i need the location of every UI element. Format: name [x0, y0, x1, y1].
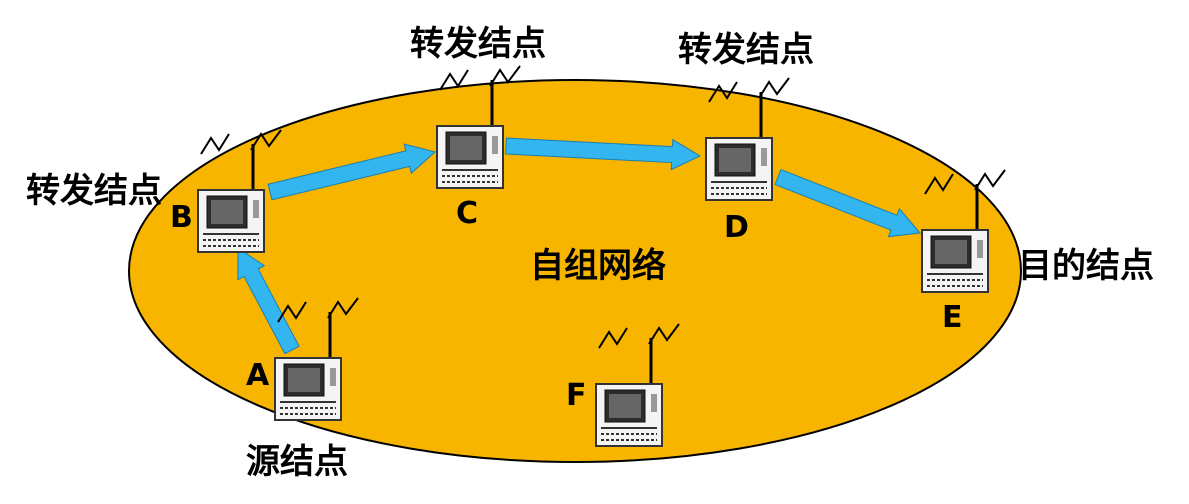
network-label: 自组网络	[530, 246, 666, 286]
node-letter-b: B	[170, 200, 193, 235]
node-role-b: 转发结点	[26, 171, 162, 211]
node-role-e: 目的结点	[1018, 246, 1154, 286]
node-role-c: 转发结点	[410, 24, 546, 64]
node-letter-f: F	[566, 378, 587, 413]
arrows	[237, 137, 921, 355]
arrow-a-b	[237, 247, 300, 355]
node-role-d: 转发结点	[678, 30, 814, 70]
arrow-c-d	[505, 137, 702, 171]
arrow-b-c	[267, 143, 437, 201]
node-letter-a: A	[246, 358, 270, 393]
node-letter-c: C	[456, 196, 479, 231]
arrow-d-e	[774, 168, 921, 238]
node-letter-d: D	[724, 210, 749, 245]
node-role-a: 源结点	[246, 442, 348, 482]
node-letter-e: E	[942, 300, 963, 335]
